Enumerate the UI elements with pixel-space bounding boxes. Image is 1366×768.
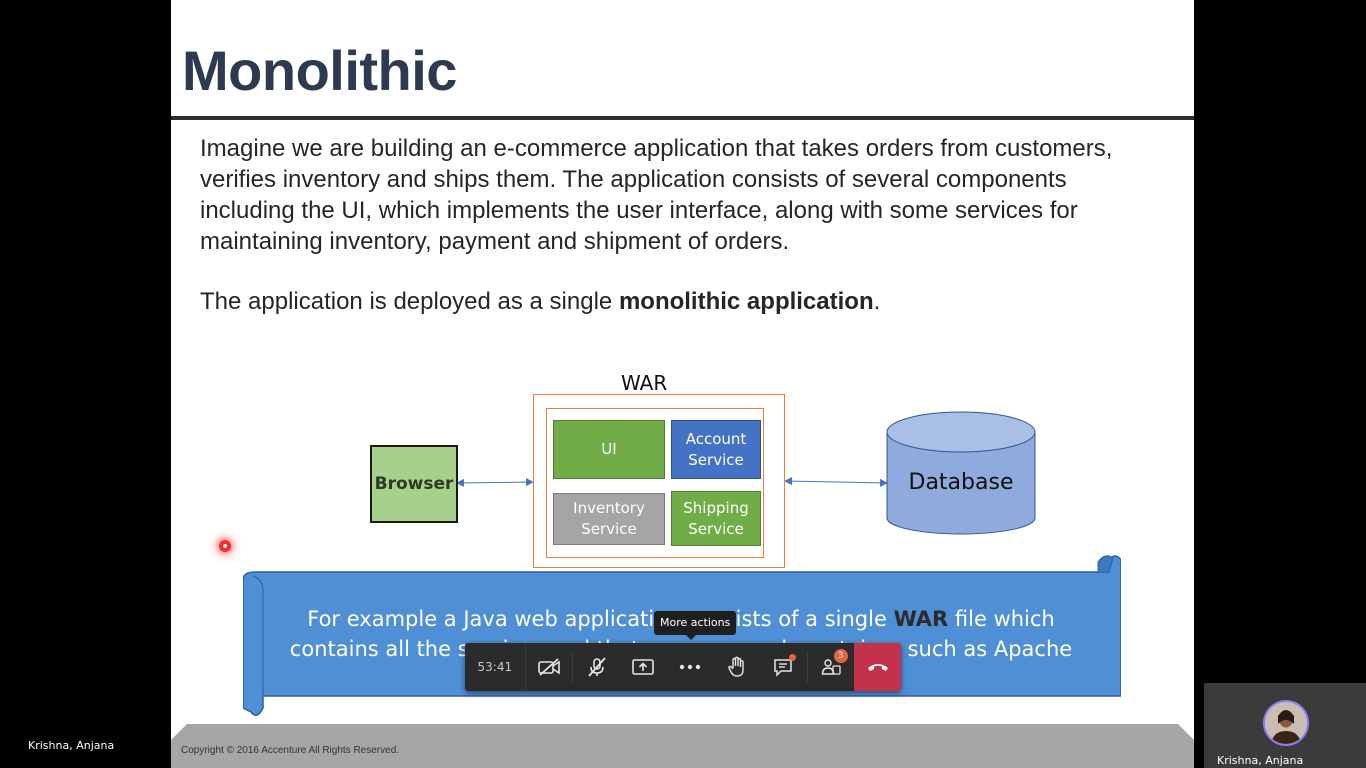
inventory-service-component: Inventory Service xyxy=(553,493,665,545)
chat-icon xyxy=(774,659,793,677)
video-tile-name: Krishna, Anjana xyxy=(1217,754,1304,767)
call-timer: 53:41 xyxy=(465,643,526,691)
slide-footer-band xyxy=(171,724,1194,768)
participant-name-label: Krishna, Anjana xyxy=(28,739,115,752)
hang-up-button[interactable] xyxy=(854,643,901,691)
presentation-slide: Monolithic Imagine we are building an e-… xyxy=(171,0,1194,768)
share-screen-button[interactable] xyxy=(620,643,667,691)
architecture-diagram: Browser WAR UI Account Service Inventory… xyxy=(171,360,1194,580)
war-container-inner xyxy=(546,408,764,558)
scroll-text-prefix: For example a Java web application consi… xyxy=(307,607,894,631)
share-tray-icon xyxy=(632,659,655,675)
scroll-text-bold: WAR xyxy=(893,607,949,631)
more-actions-button[interactable] xyxy=(667,643,714,691)
hang-up-phone-icon xyxy=(867,664,888,671)
diagram-arrows xyxy=(456,411,1036,535)
paragraph2-bold: monolithic application xyxy=(618,288,874,315)
shipping-service-component: Shipping Service xyxy=(671,491,761,546)
laser-pointer xyxy=(219,540,231,552)
ellipsis-icon xyxy=(679,664,701,670)
participant-avatar xyxy=(1263,700,1309,746)
browser-box: Browser xyxy=(370,445,458,523)
ui-component: UI xyxy=(553,420,665,479)
participants-icon xyxy=(821,659,841,675)
war-database-arrow xyxy=(784,477,888,487)
slide-paragraph-intro: Imagine we are building an e-commerce ap… xyxy=(200,135,1113,255)
war-container-outer xyxy=(533,394,785,568)
self-video-tile[interactable]: Krishna, Anjana xyxy=(1204,683,1366,768)
camera-toggle-button[interactable] xyxy=(526,643,573,691)
chat-button[interactable] xyxy=(760,643,807,691)
paragraph2-suffix: . xyxy=(873,288,881,315)
meeting-control-bar: 53:41 3 xyxy=(465,643,901,691)
raise-hand-button[interactable] xyxy=(713,643,760,691)
copyright-text: Copyright © 2016 Accenture All Rights Re… xyxy=(181,745,400,756)
person-avatar-icon xyxy=(1265,702,1307,744)
paragraph2-prefix: The application is deployed as a single xyxy=(200,288,619,315)
participants-count-badge: 3 xyxy=(833,649,848,663)
database-cylinder xyxy=(886,411,1036,535)
raise-hand-icon xyxy=(727,656,744,677)
mic-off-icon xyxy=(587,657,606,677)
slide-title: Monolithic xyxy=(182,39,457,102)
toolbar-separator xyxy=(806,651,808,683)
mic-toggle-button[interactable] xyxy=(573,643,620,691)
more-actions-tooltip: More actions xyxy=(654,611,737,640)
toolbar-separator xyxy=(572,651,574,683)
slide-paragraph-deployment: The application is deployed as a single … xyxy=(200,286,880,317)
account-service-component: Account Service xyxy=(671,420,761,479)
chat-unread-dot xyxy=(788,654,796,661)
participants-button[interactable]: 3 xyxy=(808,643,855,691)
title-divider xyxy=(171,116,1194,120)
camera-off-icon xyxy=(538,658,560,676)
database-label: Database xyxy=(908,470,1014,495)
war-label: WAR xyxy=(621,371,668,395)
browser-war-arrow xyxy=(456,478,534,487)
scroll-callout-shape xyxy=(243,555,1121,716)
